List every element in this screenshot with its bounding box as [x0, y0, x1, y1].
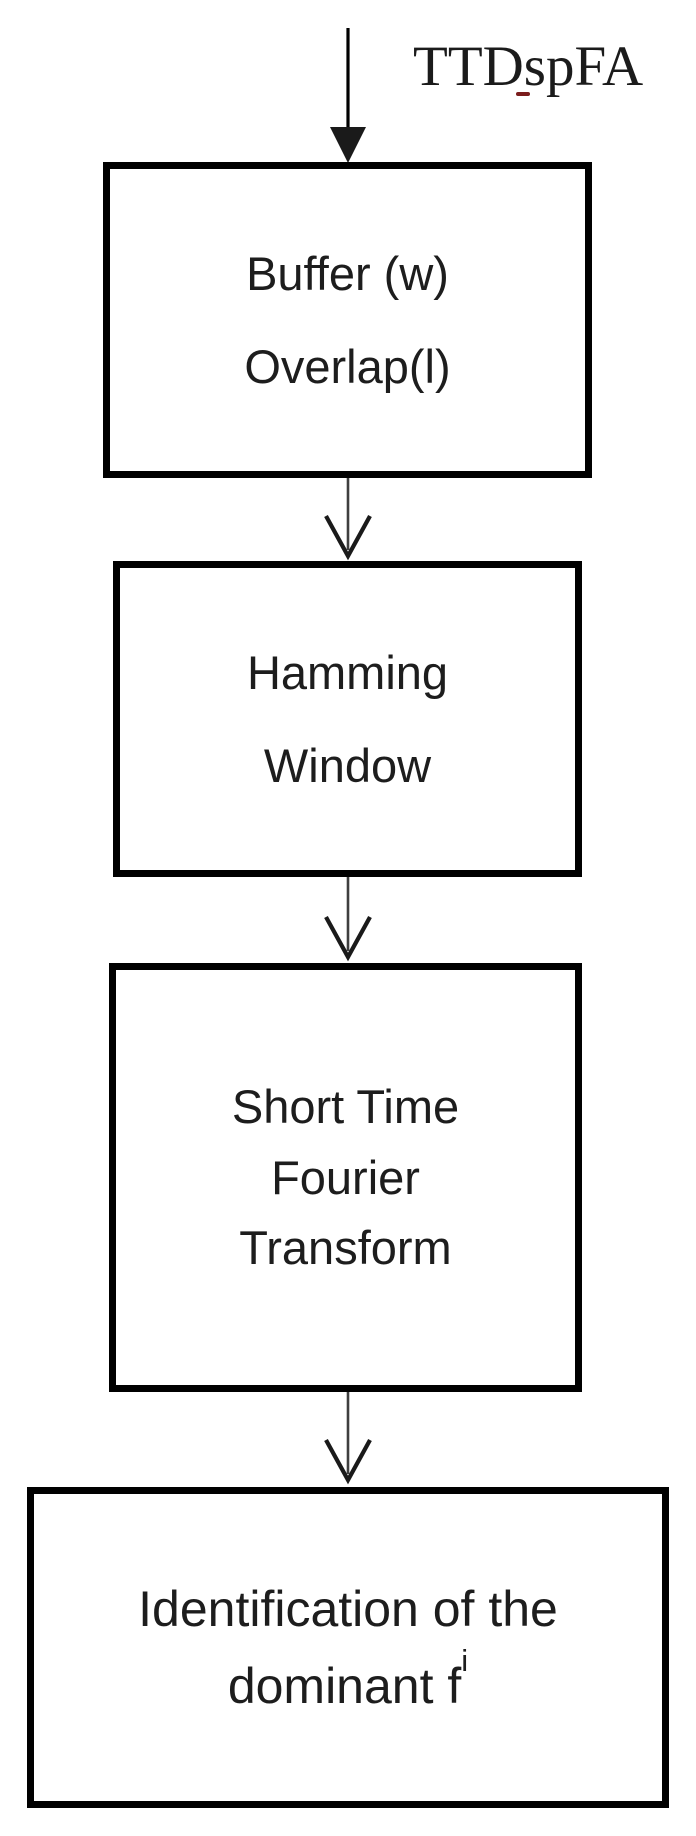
node-line: Hamming: [246, 645, 449, 699]
node-line: Buffer (w): [246, 246, 449, 300]
node-line-text: dominant f: [227, 1657, 462, 1714]
down-arrow-chevron-icon: [324, 1392, 372, 1485]
node-line: Window: [263, 739, 432, 792]
node-line: Short Time: [231, 1080, 460, 1134]
node-line: Fourier: [271, 1150, 420, 1204]
node-line: Identification of the: [138, 1581, 558, 1637]
node-line: Overlap(l): [244, 340, 451, 393]
input-label: TTDspFA: [413, 35, 644, 98]
node-buffer-overlap: Buffer (w) Overlap(l): [103, 162, 592, 478]
node-identification: Identification of the dominant fi: [27, 1487, 669, 1808]
down-arrow-chevron-icon: [324, 877, 372, 962]
spellcheck-underline: [516, 92, 530, 96]
node-line: dominant fi: [227, 1645, 468, 1714]
node-line: Transform: [239, 1221, 452, 1275]
node-hamming-window: Hamming Window: [113, 561, 582, 877]
superscript-i: i: [461, 1642, 469, 1678]
down-arrow-chevron-icon: [324, 478, 372, 561]
down-arrow-solid-icon: [330, 28, 366, 163]
node-stft: Short Time Fourier Transform: [109, 963, 582, 1392]
